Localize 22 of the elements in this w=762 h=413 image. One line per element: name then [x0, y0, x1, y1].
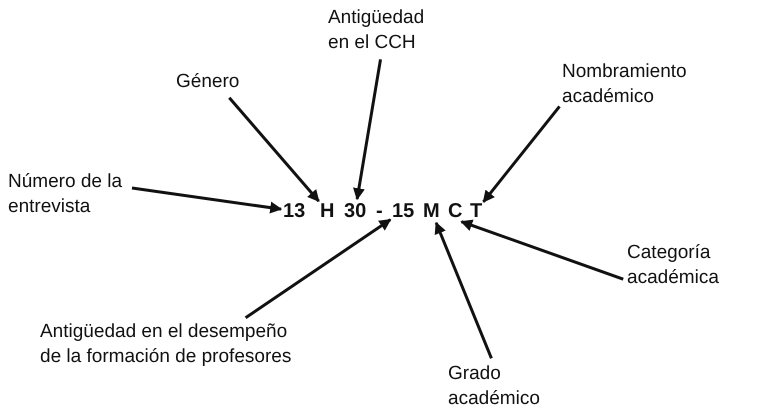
code-part: 15	[392, 201, 414, 221]
code-part: 13	[283, 201, 306, 221]
arrow	[460, 220, 624, 281]
arrow	[132, 186, 282, 214]
code-part: H	[320, 201, 334, 221]
callout-text: Grado académico	[448, 362, 558, 412]
code-part: T	[470, 201, 482, 221]
callout-text: Género	[176, 70, 256, 95]
arrow	[353, 59, 382, 200]
arrow	[244, 218, 392, 319]
callout-text: Categoría académica	[627, 241, 757, 290]
callout-text: Antigüedad en el desempeño de la formación de profesores	[40, 320, 300, 370]
arrow	[482, 106, 561, 203]
callout-text: Número de la entrevista	[8, 170, 128, 220]
code-part: 30	[344, 201, 366, 221]
code-separator: -	[376, 201, 383, 221]
code-part: M	[423, 201, 440, 221]
code-part: C	[448, 201, 462, 221]
callout-text: Antigüedad en el CCH	[328, 6, 448, 56]
arrow	[434, 222, 493, 359]
callout-text: Nombramiento académico	[562, 60, 702, 110]
arrow	[228, 96, 320, 202]
